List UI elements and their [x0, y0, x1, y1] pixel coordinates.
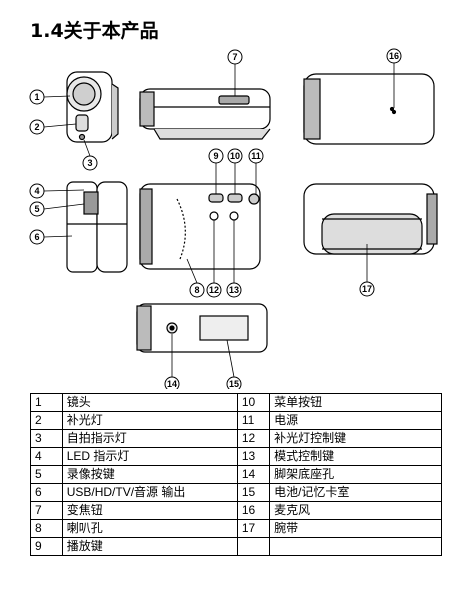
part-name: 变焦钮 — [61, 501, 238, 520]
part-number: 1 — [30, 393, 63, 412]
part-name: USB/HD/TV/音源 输出 — [61, 483, 238, 502]
table-row: 6 USB/HD/TV/音源 输出 15 电池/记忆卡室 — [30, 483, 442, 502]
part-name: 补光灯控制键 — [269, 429, 442, 448]
svg-text:14: 14 — [167, 379, 177, 389]
callout-4: 4 — [29, 183, 45, 199]
part-name: 脚架底座孔 — [269, 465, 442, 484]
svg-text:4: 4 — [34, 186, 39, 196]
callout-9: 9 — [208, 148, 224, 164]
svg-text:5: 5 — [34, 204, 39, 214]
svg-text:12: 12 — [209, 285, 219, 295]
camera-rear-view — [139, 183, 261, 270]
camera-diagram: 1 2 3 4 5 6 7 16 9 10 11 8 12 13 17 14 1… — [22, 44, 442, 389]
callout-16: 16 — [386, 48, 402, 64]
svg-text:9: 9 — [213, 151, 218, 161]
camera-top-view — [139, 88, 271, 140]
part-name: 腕带 — [269, 519, 442, 538]
callout-5: 5 — [29, 201, 45, 217]
camera-strap-view — [303, 183, 438, 255]
part-number: 9 — [30, 537, 63, 556]
svg-text:3: 3 — [87, 158, 92, 168]
part-name: 菜单按钮 — [269, 393, 442, 412]
camera-left-view — [66, 181, 128, 273]
callout-15: 15 — [226, 376, 242, 389]
camera-front-view — [66, 71, 119, 143]
table-row: 2 补光灯 11 电源 — [30, 411, 442, 430]
part-number: 14 — [236, 465, 271, 484]
svg-text:7: 7 — [232, 52, 237, 62]
camera-diagram-svg: 1 2 3 4 5 6 7 16 9 10 11 8 12 13 17 14 1… — [29, 48, 438, 389]
part-number: 11 — [236, 411, 271, 430]
camera-right-view — [303, 73, 435, 145]
callout-leaders — [43, 63, 395, 378]
part-number: 12 — [236, 429, 271, 448]
part-number: 7 — [30, 501, 63, 520]
parts-legend-table: 1 镜头 10 菜单按钮 2 补光灯 11 电源 3 自拍指示灯 12 补光灯控… — [30, 393, 442, 556]
svg-text:16: 16 — [389, 51, 399, 61]
table-row: 1 镜头 10 菜单按钮 — [30, 393, 442, 412]
callout-2: 2 — [29, 119, 45, 135]
svg-text:6: 6 — [34, 232, 39, 242]
table-row: 4 LED 指示灯 13 模式控制键 — [30, 447, 442, 466]
callout-17: 17 — [359, 281, 375, 297]
part-name: LED 指示灯 — [61, 447, 238, 466]
part-name: 自拍指示灯 — [61, 429, 238, 448]
part-number: 3 — [30, 429, 63, 448]
part-number: 5 — [30, 465, 63, 484]
table-row: 3 自拍指示灯 12 补光灯控制键 — [30, 429, 442, 448]
callout-7: 7 — [227, 49, 243, 65]
part-name — [269, 537, 442, 556]
part-name: 镜头 — [61, 393, 238, 412]
table-row: 7 变焦钮 16 麦克风 — [30, 501, 442, 520]
part-number: 15 — [236, 483, 271, 502]
callout-14: 14 — [164, 376, 180, 389]
callout-6: 6 — [29, 229, 45, 245]
callout-3: 3 — [82, 155, 98, 171]
callout-1: 1 — [29, 89, 45, 105]
svg-text:2: 2 — [34, 122, 39, 132]
part-number: 4 — [30, 447, 63, 466]
table-row: 5 录像按键 14 脚架底座孔 — [30, 465, 442, 484]
part-name: 电池/记忆卡室 — [269, 483, 442, 502]
part-name: 录像按键 — [61, 465, 238, 484]
part-name: 模式控制键 — [269, 447, 442, 466]
camera-bottom-view — [136, 303, 268, 353]
part-number: 17 — [236, 519, 271, 538]
table-row: 9 播放键 — [30, 537, 442, 556]
callout-8: 8 — [189, 282, 205, 298]
part-name: 电源 — [269, 411, 442, 430]
svg-text:1: 1 — [34, 92, 39, 102]
part-number: 6 — [30, 483, 63, 502]
part-number: 8 — [30, 519, 63, 538]
table-row: 8 喇叭孔 17 腕带 — [30, 519, 442, 538]
part-number: 2 — [30, 411, 63, 430]
svg-text:10: 10 — [230, 151, 240, 161]
part-name: 麦克风 — [269, 501, 442, 520]
svg-text:17: 17 — [362, 284, 372, 294]
part-number: 16 — [236, 501, 271, 520]
part-number: 10 — [236, 393, 271, 412]
callout-12: 12 — [206, 282, 222, 298]
callout-13: 13 — [226, 282, 242, 298]
parts-legend-body: 1 镜头 10 菜单按钮 2 补光灯 11 电源 3 自拍指示灯 12 补光灯控… — [30, 393, 442, 556]
callout-11: 11 — [248, 148, 264, 164]
section-heading: 1.4关于本产品 — [30, 20, 159, 42]
part-name: 补光灯 — [61, 411, 238, 430]
svg-text:11: 11 — [251, 151, 261, 161]
part-number: 13 — [236, 447, 271, 466]
svg-text:13: 13 — [229, 285, 239, 295]
part-name: 喇叭孔 — [61, 519, 238, 538]
svg-text:8: 8 — [194, 285, 199, 295]
part-number — [236, 537, 271, 556]
svg-text:15: 15 — [229, 379, 239, 389]
callout-10: 10 — [227, 148, 243, 164]
part-name: 播放键 — [61, 537, 238, 556]
